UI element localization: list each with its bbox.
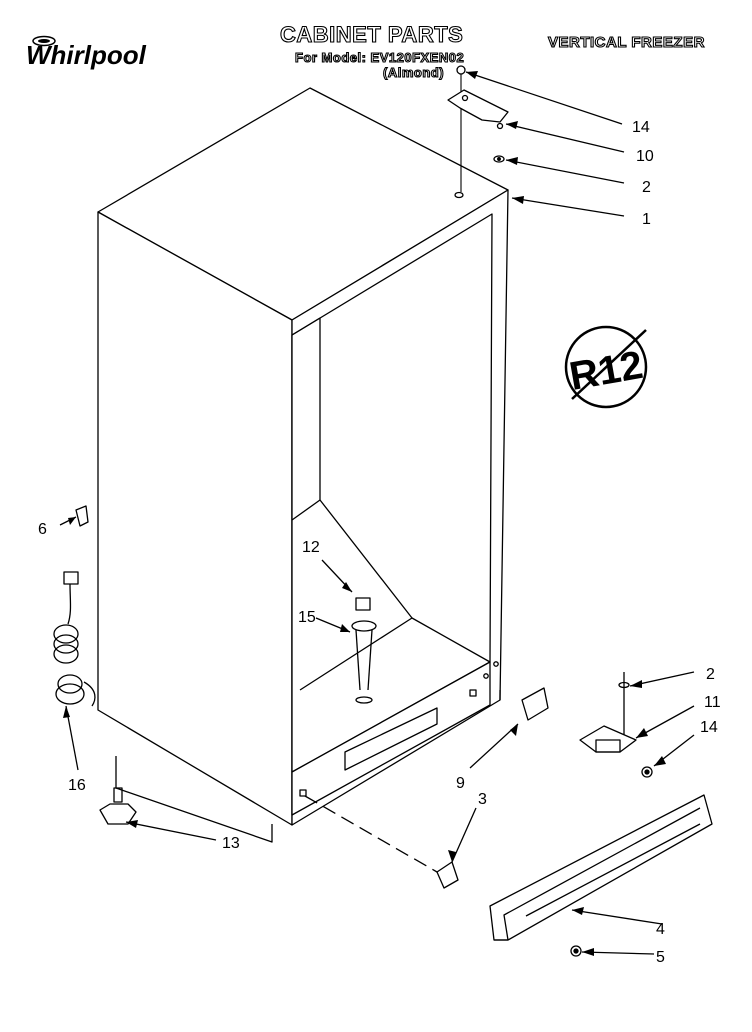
brand-name: Whirlpool bbox=[26, 40, 147, 70]
callout-14-bottom: 14 bbox=[700, 719, 718, 736]
whirlpool-logo: Whirlpool bbox=[24, 34, 156, 74]
arrow-heads bbox=[63, 71, 666, 956]
cabinet-part bbox=[97, 87, 509, 826]
drain-tube-part bbox=[351, 597, 377, 704]
model-number: For Model: EV120FXEN02 bbox=[294, 49, 465, 65]
r12-badge-text: R12 bbox=[566, 343, 646, 399]
callout-10: 10 bbox=[636, 148, 654, 165]
callout-13: 13 bbox=[222, 835, 240, 852]
leveling-leg-part bbox=[99, 787, 137, 825]
clip-part bbox=[75, 505, 89, 527]
product-type: VERTICAL FREEZER bbox=[547, 33, 705, 51]
top-hinge-part bbox=[447, 65, 509, 192]
bottom-hinge-part bbox=[579, 672, 653, 778]
model-color: (Almond) bbox=[382, 64, 445, 80]
callout-4: 4 bbox=[656, 921, 665, 938]
callout-2-top: 2 bbox=[642, 179, 651, 196]
page-title: CABINET PARTS bbox=[279, 21, 464, 47]
base-grille-part bbox=[489, 794, 713, 941]
callout-16: 16 bbox=[68, 777, 86, 794]
callout-14-top: 14 bbox=[632, 119, 650, 136]
grille-clip-part bbox=[436, 861, 459, 889]
callout-6: 6 bbox=[38, 521, 47, 538]
callout-9: 9 bbox=[456, 775, 465, 792]
power-cord-part bbox=[53, 571, 96, 707]
callout-2-bottom: 2 bbox=[706, 666, 715, 683]
callout-12: 12 bbox=[302, 539, 320, 556]
callout-5: 5 bbox=[656, 949, 665, 966]
callout-3: 3 bbox=[478, 791, 487, 808]
hinge-bracket-part bbox=[521, 687, 549, 721]
callout-11: 11 bbox=[704, 694, 721, 711]
callout-15: 15 bbox=[298, 609, 316, 626]
r12-badge bbox=[564, 325, 648, 409]
callout-1: 1 bbox=[642, 211, 651, 228]
